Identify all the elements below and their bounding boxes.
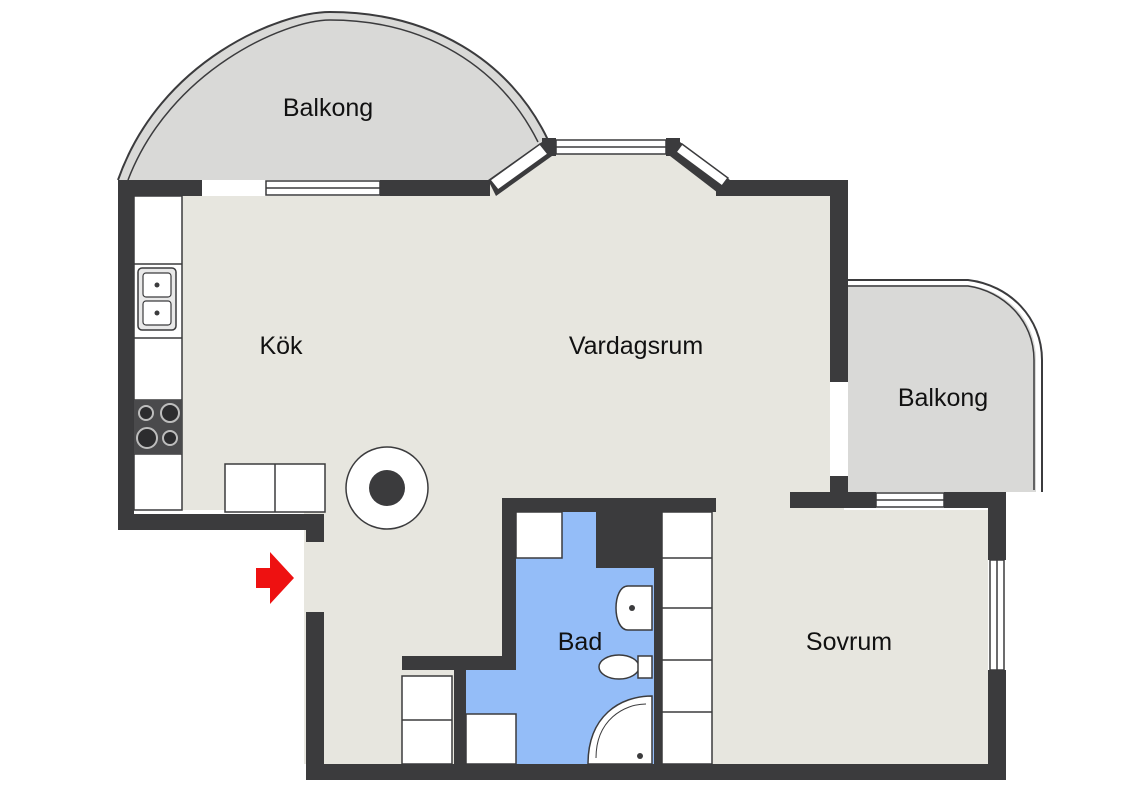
living-room-label: Vardagsrum [569,332,703,360]
entrance-arrow-icon [256,552,294,604]
stove-icon [134,400,182,454]
bedroom-label: Sovrum [806,628,892,656]
walls [118,138,1006,780]
balcony-top-label: Balkong [283,94,373,122]
washbasin-icon [615,585,653,631]
shower-icon [587,695,653,765]
bath-shaft [596,512,654,568]
double-sink-icon [137,267,177,331]
kitchen-counter [133,195,326,513]
windows [265,139,1005,671]
toilet-icon [598,654,653,680]
balcony-top [117,10,549,181]
bathroom-label: Bad [558,628,602,656]
kitchen-label: Kök [259,332,303,360]
wardrobe [661,511,713,765]
round-column-icon [345,446,429,530]
hall-cabinets [401,511,563,765]
balcony-right [848,279,1043,492]
balcony-right-label: Balkong [898,384,988,412]
